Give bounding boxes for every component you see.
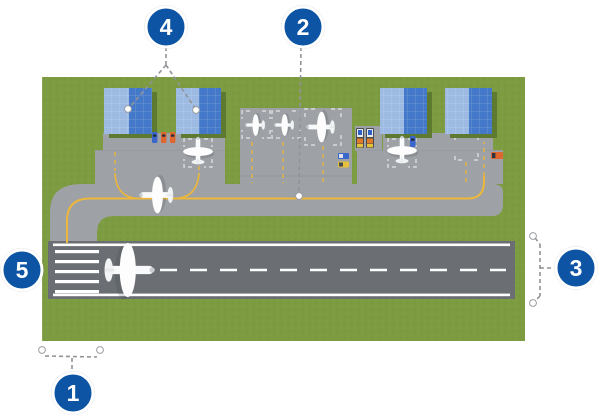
callout-3-leader [534,237,554,302]
callout-4-leader [129,47,196,109]
callout-badge-2: 2 [280,4,326,50]
callout-badge-4: 4 [143,4,189,50]
hangar-1 [104,88,157,138]
taxiway-centerline [66,176,485,243]
callout-1-leader [44,355,98,371]
hangars [104,88,497,138]
callout-badge-3: 3 [553,245,599,291]
hangar-3 [380,88,432,138]
callout-badges: 4 2 3 5 1 [0,4,599,416]
airfield-left-border [39,77,43,341]
car-orange-left-2 [170,132,176,143]
callout-4-number: 4 [160,14,173,40]
truck-yellow-middle [338,161,349,168]
car-blue-right [410,136,416,147]
taxiway-markings [66,142,485,243]
truck-orange-right [491,152,503,159]
fuel-pump-2 [366,128,374,148]
callout-2-leader [298,46,302,194]
ground-vehicles [152,132,503,168]
car-blue-left [152,132,158,143]
hangar-2 [176,88,226,138]
callout-badge-1: 1 [50,370,96,416]
runway-edge-line-bottom [53,293,510,297]
apron-right [357,150,503,184]
fuel-pump-1 [356,128,364,148]
callout-2-number: 2 [297,14,310,40]
callout-1-number: 1 [67,380,80,406]
runway-threshold-stripes [55,250,99,294]
callout-endpoint-dots [38,105,537,354]
callout-3-number: 3 [570,255,583,281]
hangar-4 [445,88,497,138]
callout-leader-lines [44,46,554,371]
car-orange-left-1 [161,132,167,143]
fuel-pumps [356,128,374,148]
runway-edge-line-top [53,243,510,247]
stand-lead-in-lines [114,142,485,183]
callout-badge-5: 5 [0,247,45,293]
callout-5-number: 5 [16,257,29,283]
truck-blue-middle [338,153,349,159]
